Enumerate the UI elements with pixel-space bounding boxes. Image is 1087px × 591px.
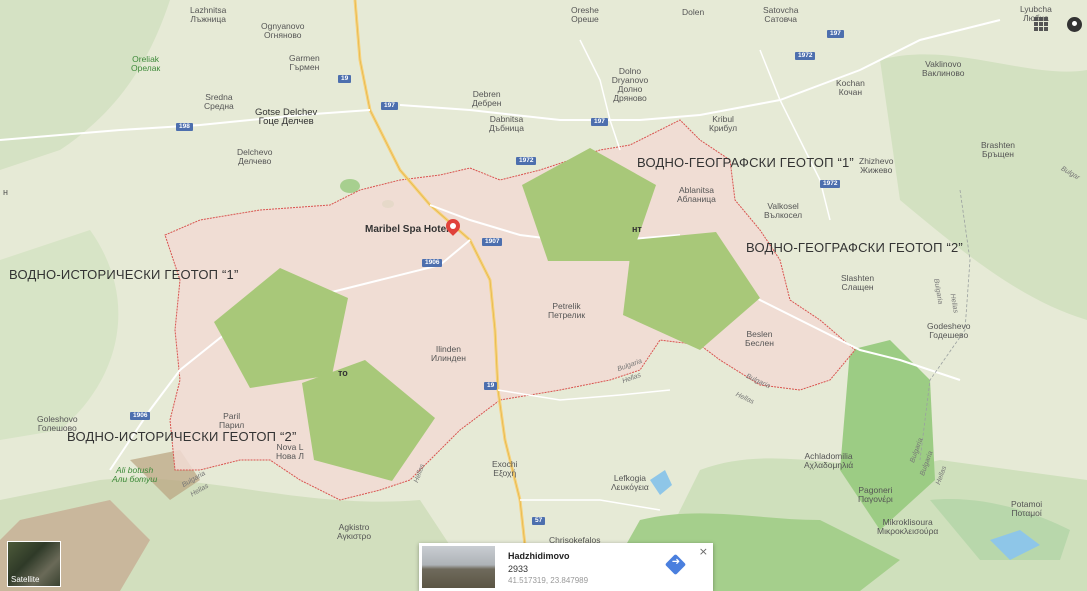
- geotope-label-geographic-1: ВОДНО-ГЕОГРАФСКИ ГЕОТОП “1”: [637, 155, 854, 170]
- hotel-label[interactable]: Maribel Spa Hotel: [365, 224, 449, 235]
- geotope-label-geographic-2: ВОДНО-ГЕОГРАФСКИ ГЕОТОП “2”: [746, 240, 963, 255]
- geotope-label-historic-1: ВОДНО-ИСТОРИЧЕСКИ ГЕОТОП “1”: [9, 267, 239, 282]
- road-shield: 1972: [820, 180, 841, 188]
- place-chrisokefalos: Chrisokefalos: [549, 535, 601, 545]
- satellite-toggle-button[interactable]: Satellite: [7, 541, 61, 587]
- place-coordinates: 41.517319, 23.847989: [508, 576, 589, 585]
- place-photo-thumbnail[interactable]: [422, 546, 495, 588]
- place-postal-code: 2933: [508, 564, 529, 574]
- label-fragment: то: [338, 368, 348, 378]
- satellite-label: Satellite: [11, 575, 40, 584]
- road-shield: 197: [827, 30, 844, 38]
- road-shield: 198: [176, 123, 193, 131]
- label-fragment: н: [3, 187, 8, 197]
- road-shield: 19: [338, 75, 352, 83]
- road-shield: 1972: [516, 157, 537, 165]
- road-shield: 19: [484, 382, 498, 390]
- directions-icon[interactable]: [664, 553, 687, 576]
- place-dolen: Dolen: [682, 7, 705, 17]
- road-shield: 57: [532, 517, 546, 525]
- account-icon[interactable]: [1067, 17, 1082, 32]
- road-shield: 1906: [130, 412, 151, 420]
- road-shield: 1907: [482, 238, 503, 246]
- geotope-label-historic-2: ВОДНО-ИСТОРИЧЕСКИ ГЕОТОП “2”: [67, 429, 297, 444]
- place-info-card[interactable]: Hadzhidimovo 2933 41.517319, 23.847989 ×: [419, 543, 713, 591]
- road-shield: 1906: [422, 259, 443, 267]
- road-shield: 197: [381, 102, 398, 110]
- place-title: Hadzhidimovo: [508, 551, 570, 561]
- apps-grid-icon[interactable]: [1034, 17, 1048, 31]
- road-shield: 197: [591, 118, 608, 126]
- close-icon[interactable]: ×: [698, 545, 708, 558]
- label-fragment: нт: [632, 224, 642, 234]
- road-shield: 1972: [795, 52, 816, 60]
